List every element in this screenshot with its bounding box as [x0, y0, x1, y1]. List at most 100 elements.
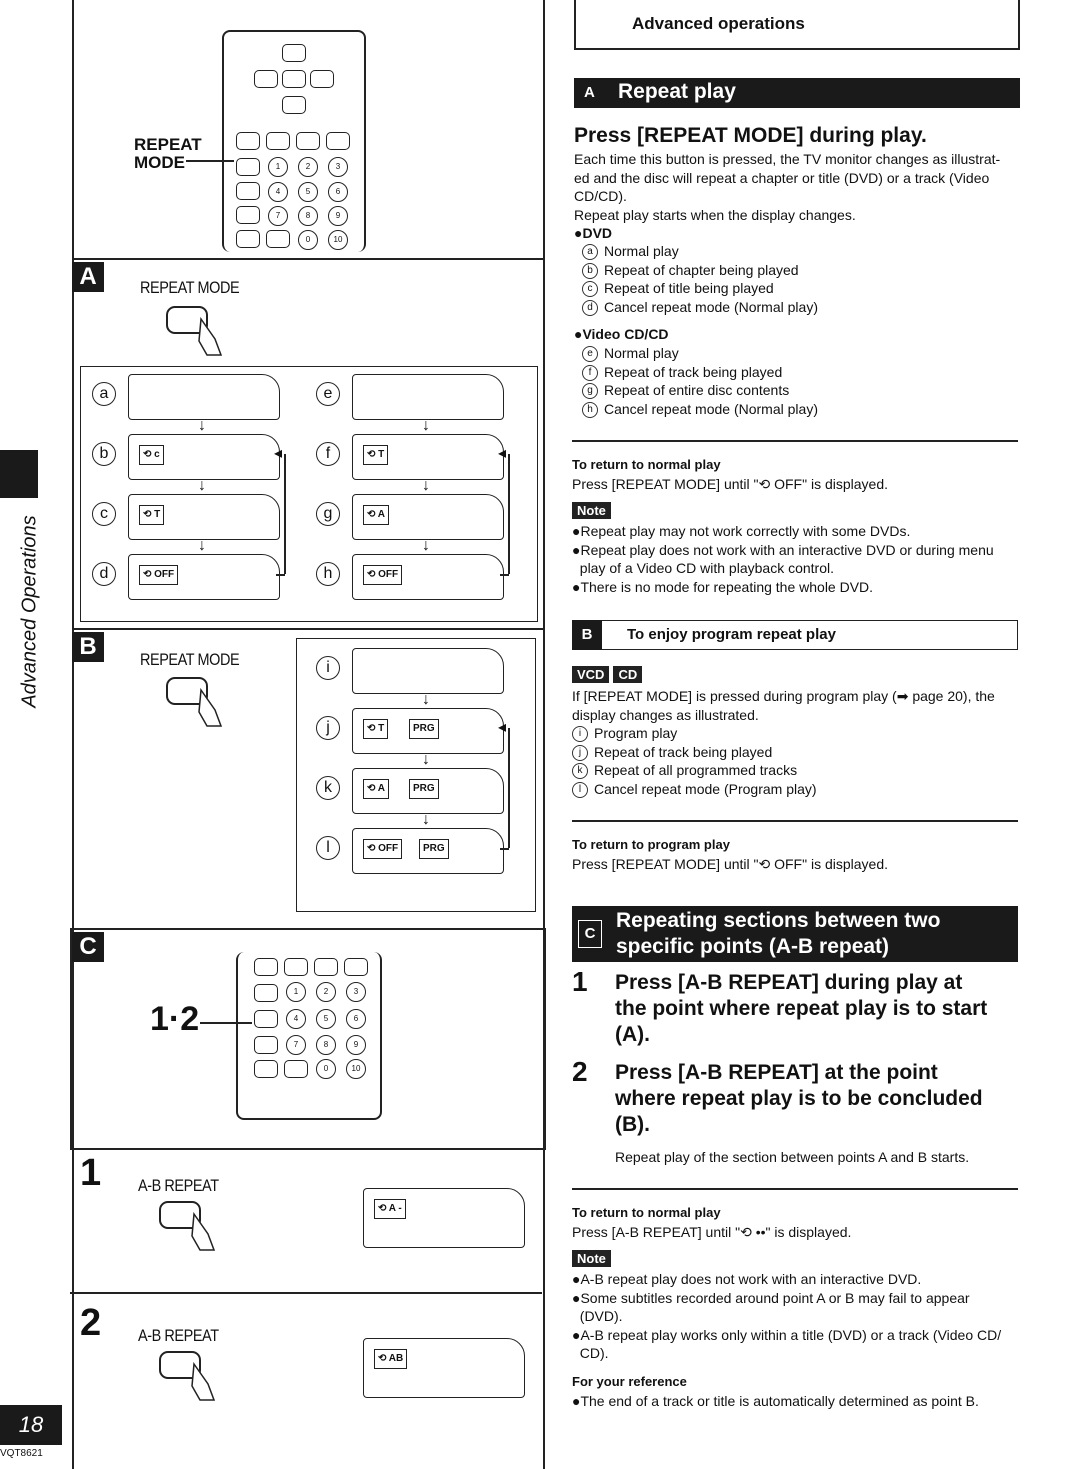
loop-bracket	[508, 454, 510, 574]
monitor-display: ⟲ T	[128, 494, 280, 540]
cd-badge: CD	[613, 666, 643, 683]
header-box: Advanced operations	[574, 0, 1020, 50]
program-indicator: PRG	[409, 719, 439, 739]
letter-marker: a	[582, 244, 598, 261]
sequence-letter: k	[316, 776, 340, 800]
monitor-display: ⟲ T	[352, 434, 504, 480]
down-arrow-icon: ↓	[422, 691, 430, 708]
side-tab-marker	[0, 450, 38, 498]
sec-c-title: Repeating sections between two specific …	[616, 909, 941, 958]
repeat-indicator: ⟲ T	[363, 719, 389, 739]
sec-c-step-2-note: Repeat play of the section between point…	[615, 1149, 970, 1165]
left-step-1-label: A-B REPEAT	[138, 1176, 219, 1195]
repeat-indicator: ⟲ OFF	[139, 565, 179, 585]
vcd-item-text: Repeat of entire disc contents	[604, 382, 790, 398]
section-title: Advanced operations	[632, 14, 805, 33]
panel-a-display-frame	[80, 366, 538, 622]
panel-c-frame	[70, 928, 546, 1150]
panel-b-tag: B	[72, 632, 104, 662]
sequence-letter: l	[316, 836, 340, 860]
remote-illustration-top: 1 2 3 4 5 6 7 8 9 0 10	[222, 30, 366, 252]
sequence-letter: j	[316, 716, 340, 740]
sec-a-title-bar: A Repeat play	[574, 78, 1020, 108]
panel-a-tag: A	[72, 262, 104, 292]
vcd-item-text: Normal play	[604, 345, 679, 361]
sec-a-tag: A	[584, 84, 595, 101]
press-hand-icon	[158, 1350, 228, 1407]
note-line: ●Repeat play may not work correctly with…	[572, 523, 911, 539]
monitor-display: ⟲ OFF	[128, 554, 280, 600]
sec-a-return-title: To return to normal play	[572, 457, 721, 472]
loop-arrow-icon: ◂	[498, 719, 507, 736]
dvd-item-text: Repeat of title being played	[604, 280, 774, 296]
step1-display: ⟲ A -	[363, 1188, 525, 1248]
note-line: play of a Video CD with playback control…	[572, 560, 834, 576]
sequence-letter: h	[316, 562, 340, 586]
panel-a-button-label: REPEAT MODE	[140, 278, 240, 297]
side-vertical-label: Advanced Operations	[18, 515, 41, 708]
divider	[572, 820, 1018, 822]
monitor-display	[352, 374, 504, 420]
panel-b-button-label: REPEAT MODE	[140, 650, 240, 669]
down-arrow-icon: ↓	[198, 537, 206, 554]
step1-display-chip: ⟲ A -	[374, 1199, 406, 1219]
note-line: ●There is no mode for repeating the whol…	[572, 578, 874, 595]
sec-a-return-text: Press [REPEAT MODE] until "⟲ OFF" is dis…	[572, 476, 889, 492]
sec-a-heading: Press [REPEAT MODE] during play.	[574, 124, 927, 147]
repeat-indicator: ⟲ c	[139, 445, 164, 465]
repeat-indicator: ⟲ T	[139, 505, 165, 525]
press-hand-icon	[165, 305, 235, 362]
loop-arrow-icon: ◂	[274, 445, 283, 462]
sec-c-return-title: To return to normal play	[572, 1205, 721, 1220]
note-line: (DVD).	[572, 1308, 623, 1324]
letter-marker: g	[582, 383, 598, 400]
note-label: Note	[572, 502, 611, 520]
ab-repeat-button[interactable]	[254, 1010, 278, 1028]
press-hand-icon	[165, 676, 235, 733]
remote-illustration-ab: 1 2 3 4 5 6 7 8 9 0 10	[236, 952, 382, 1120]
program-indicator: PRG	[409, 779, 439, 799]
page-number: 18	[0, 1405, 62, 1445]
monitor-display: ⟲ A	[352, 494, 504, 540]
repeat-mode-button[interactable]	[236, 158, 260, 176]
note-line: ●A-B repeat play works only within a tit…	[572, 1326, 1002, 1343]
letter-marker: f	[582, 364, 598, 381]
left-step-1-number: 1	[80, 1152, 102, 1194]
down-arrow-icon: ↓	[422, 811, 430, 828]
press-hand-icon	[158, 1200, 228, 1257]
panel-c-step-label: 1·2	[150, 1000, 200, 1038]
note-label: Note	[572, 1250, 611, 1268]
sec-b-title: To enjoy program repeat play	[627, 626, 836, 643]
sec-c-ref-title: For your reference	[572, 1374, 687, 1389]
sec-c-notes: ●A-B repeat play does not work with an i…	[572, 1270, 1022, 1363]
sec-c-step-2-number: 2	[572, 1056, 588, 1087]
letter-marker: l	[572, 781, 588, 798]
sec-c-title-bar: C Repeating sections between two specifi…	[572, 906, 1018, 962]
sec-c-step-1-text: Press [A-B REPEAT] during play at the po…	[615, 971, 988, 1046]
sequence-letter: a	[92, 382, 116, 406]
note-line: ●A-B repeat play does not work with an i…	[572, 1271, 922, 1287]
sequence-letter: f	[316, 442, 340, 466]
monitor-display	[128, 374, 280, 420]
panel-c-tag: C	[72, 932, 104, 962]
sec-c-tag: C	[578, 920, 602, 948]
note-line: CD).	[572, 1345, 609, 1361]
program-item-text: Cancel repeat mode (Program play)	[594, 780, 817, 797]
loop-bracket	[508, 728, 510, 848]
sec-c-ref-text: ●The end of a track or title is automati…	[572, 1393, 979, 1409]
sec-b-body: If [REPEAT MODE] is pressed during progr…	[572, 688, 995, 723]
sec-c-step-2-text: Press [A-B REPEAT] at the point where re…	[615, 1061, 983, 1136]
sequence-letter: c	[92, 502, 116, 526]
program-item-text: Repeat of track being played	[594, 743, 773, 760]
